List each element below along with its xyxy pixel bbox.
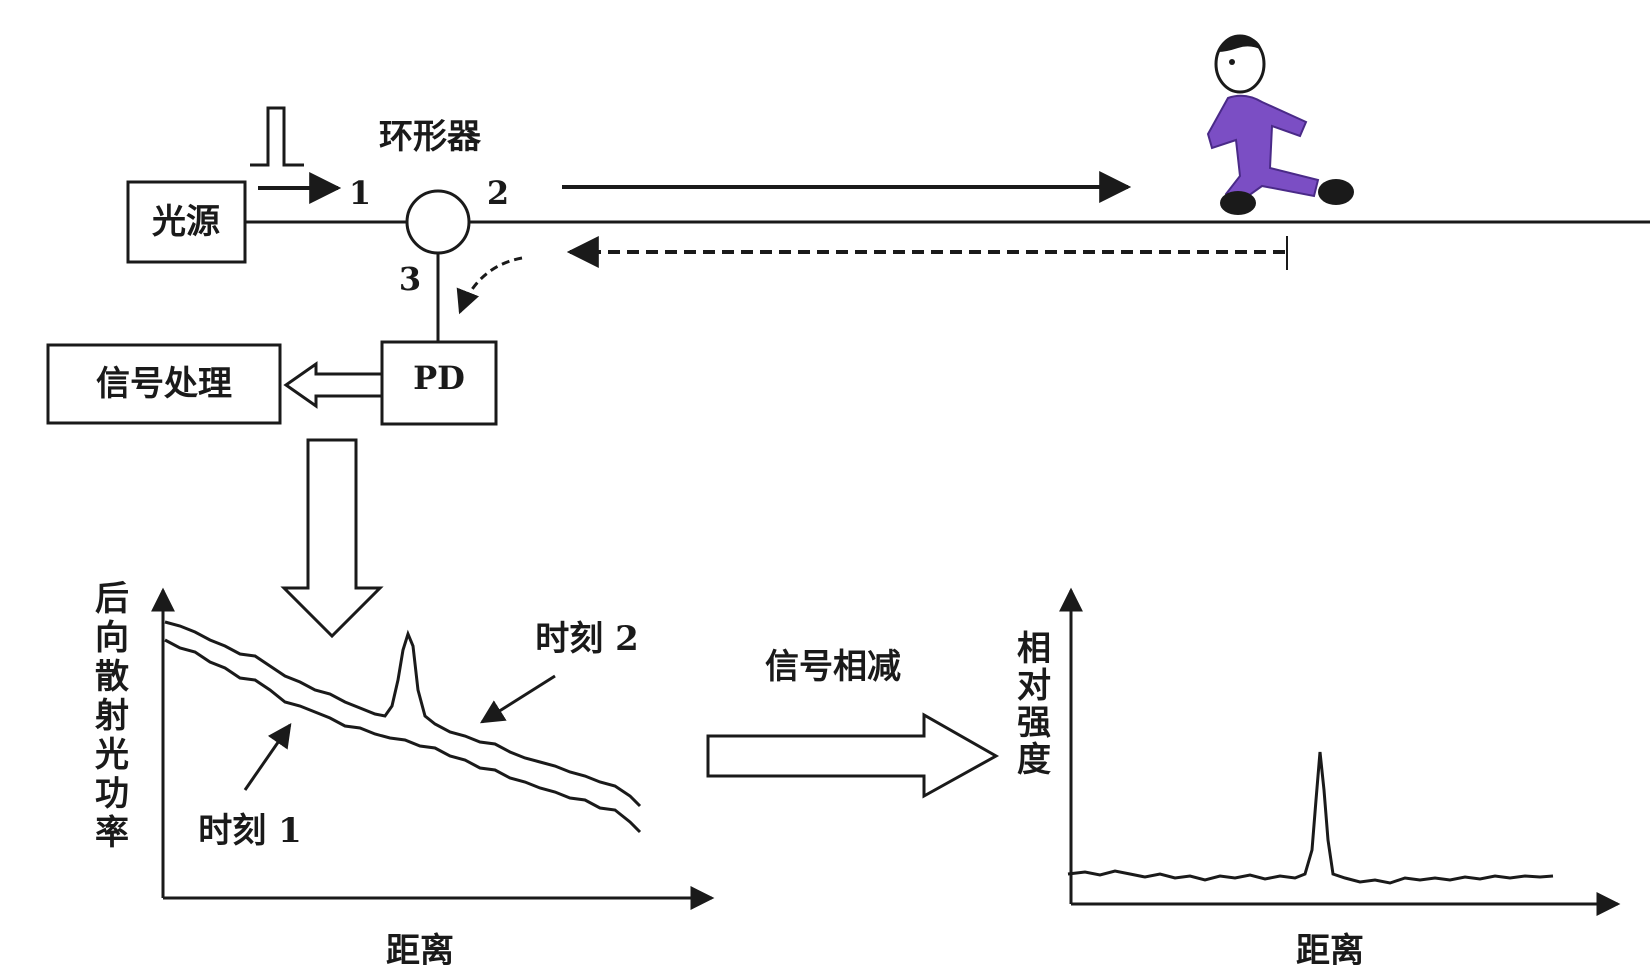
right-chart: 相对强度 距离 (1017, 587, 1621, 965)
signal-processing-label: 信号处理 (96, 364, 232, 404)
trace-time-2 (164, 620, 642, 808)
port-3-label: 3 (399, 260, 421, 298)
walking-person-icon (1206, 34, 1354, 215)
signal-processing-box: 信号处理 (46, 343, 282, 425)
subtract-hollow-arrow (706, 712, 1000, 799)
photodetector-box: PD (380, 340, 498, 426)
photodetector-label: PD (413, 359, 465, 397)
port-1-label: 1 (349, 174, 371, 212)
t2-pointer (479, 674, 556, 724)
left-chart: 后向散射光功率 距离 时刻 1 时刻 2 (95, 579, 715, 965)
difference-trace (1067, 751, 1554, 885)
t1-pointer (243, 723, 292, 791)
annotation-time-2: 时刻 2 (535, 619, 639, 659)
trace-time-1 (164, 638, 642, 834)
port-2-label: 2 (487, 174, 509, 212)
light-source-box: 光源 (126, 180, 247, 264)
right-x-label: 距离 (1296, 931, 1364, 965)
down-hollow-arrow (280, 438, 384, 639)
curved-dashed-arrow (456, 256, 523, 315)
left-y-label: 后向散射光功率 (95, 579, 129, 853)
circulator (405, 189, 471, 255)
right-y-label: 相对强度 (1017, 629, 1051, 780)
circulator-label: 环形器 (379, 117, 482, 157)
subtract-label: 信号相减 (765, 647, 901, 687)
pulse-icon (250, 106, 304, 167)
light-source-label: 光源 (152, 202, 220, 242)
annotation-time-1: 时刻 1 (198, 811, 302, 851)
left-x-label: 距离 (386, 931, 454, 965)
to-processing-arrow (283, 361, 384, 409)
